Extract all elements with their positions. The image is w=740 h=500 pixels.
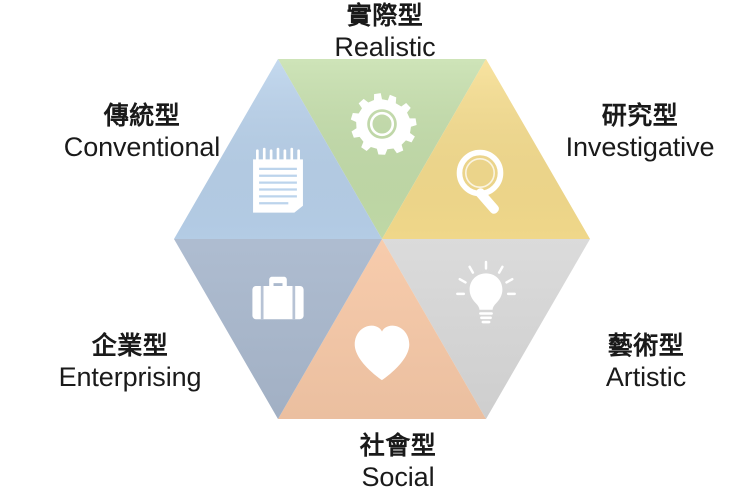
label-investigative-en: Investigative — [565, 131, 715, 162]
label-artistic-en: Artistic — [605, 361, 687, 392]
label-artistic: 藝術型 Artistic — [606, 332, 686, 393]
label-realistic: 實際型 Realistic — [334, 2, 435, 63]
label-social-zh: 社會型 — [359, 432, 437, 460]
label-enterprising-zh: 企業型 — [91, 332, 169, 360]
label-artistic-zh: 藝術型 — [607, 332, 685, 360]
label-investigative: 研究型 Investigative — [566, 102, 715, 163]
label-enterprising-en: Enterprising — [58, 361, 202, 392]
label-realistic-en: Realistic — [334, 31, 436, 62]
label-conventional-en: Conventional — [63, 131, 221, 162]
label-social-en: Social — [361, 461, 435, 492]
label-conventional-zh: 傳統型 — [103, 102, 181, 130]
label-enterprising: 企業型 Enterprising — [59, 332, 202, 393]
label-conventional: 傳統型 Conventional — [63, 102, 221, 163]
label-investigative-zh: 研究型 — [601, 102, 679, 130]
label-realistic-zh: 實際型 — [346, 2, 424, 30]
label-social: 社會型 Social — [360, 432, 437, 493]
